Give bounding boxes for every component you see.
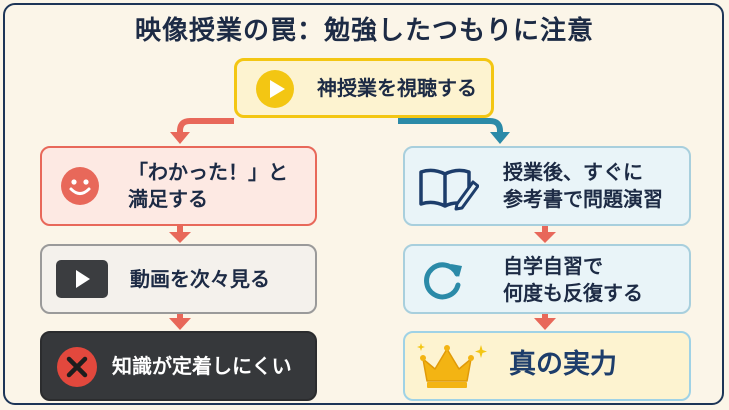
left-step-2-label: 動画を次々見る bbox=[130, 267, 270, 291]
top-step-label: 神授業を視聴する bbox=[317, 76, 477, 100]
x-circle-icon bbox=[56, 346, 98, 388]
arrow-left-2-shaft bbox=[177, 314, 183, 320]
crown-icon bbox=[415, 341, 491, 393]
left-step-1-line-1: 「わかった！」と bbox=[128, 160, 288, 184]
arrow-left-2-head bbox=[169, 318, 191, 330]
diagram-title: 映像授業の罠：勉強したつもりに注意 bbox=[134, 16, 594, 46]
right-step-3-label: 真の実力 bbox=[509, 349, 617, 380]
arrow-left-1-shaft bbox=[177, 226, 183, 234]
right-step-1-line-1: 授業後、すぐに bbox=[503, 160, 643, 184]
play-circle-icon bbox=[255, 69, 295, 109]
left-step-1-line-2: 満足する bbox=[128, 187, 208, 211]
arrow-top-to-left bbox=[177, 118, 234, 134]
right-step-1-label: 授業後、すぐに 参考書で問題演習 bbox=[503, 159, 663, 213]
video-play-icon bbox=[56, 260, 108, 298]
right-step-2-line-1: 自学自習で bbox=[503, 254, 603, 278]
right-step-3-box: 真の実力 bbox=[403, 331, 691, 401]
right-step-1-box: 授業後、すぐに 参考書で問題演習 bbox=[403, 146, 691, 226]
arrow-right-2-shaft bbox=[542, 314, 548, 320]
right-step-2-label: 自学自習で 何度も反復する bbox=[503, 253, 643, 307]
left-step-3-box: 知識が定着しにくい bbox=[40, 331, 317, 401]
arrow-right-2-head bbox=[534, 318, 556, 330]
right-step-2-line-2: 何度も反復する bbox=[503, 281, 643, 305]
left-step-1-box: 「わかった！」と 満足する bbox=[40, 146, 317, 226]
arrow-top-to-right-head bbox=[490, 132, 510, 144]
book-pencil-icon bbox=[417, 164, 479, 212]
arrow-top-to-left-head bbox=[170, 132, 190, 144]
arrow-right-1-head bbox=[534, 232, 556, 243]
left-step-1-label: 「わかった！」と 満足する bbox=[128, 159, 288, 213]
left-step-2-box: 動画を次々見る bbox=[40, 244, 317, 314]
arrow-left-1-head bbox=[169, 232, 191, 243]
arrow-top-to-right bbox=[398, 118, 503, 134]
arrow-right-1-shaft bbox=[542, 226, 548, 234]
right-step-1-line-2: 参考書で問題演習 bbox=[503, 187, 663, 211]
refresh-icon bbox=[421, 258, 465, 302]
left-step-3-label: 知識が定着しにくい bbox=[112, 354, 292, 378]
smiley-icon bbox=[60, 166, 100, 206]
top-step-box: 神授業を視聴する bbox=[234, 58, 494, 118]
right-step-2-box: 自学自習で 何度も反復する bbox=[403, 244, 691, 314]
